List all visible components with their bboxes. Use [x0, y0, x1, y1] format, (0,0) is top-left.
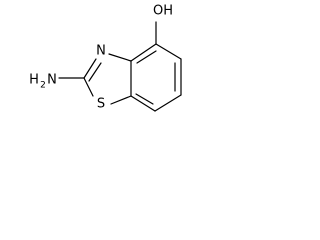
amine-h-label: H [29, 73, 39, 88]
amine-group-label: H 2 N [29, 73, 57, 91]
hydroxyl-label: OH [153, 4, 173, 19]
bond-c3a-n3 [108, 53, 132, 62]
sulfur-label: S [97, 97, 105, 112]
molecule-structure-diagram: OH N S H 2 N [29, 4, 182, 112]
ring-nitrogen-label: N [96, 44, 106, 59]
amine-subscript-label: 2 [40, 81, 46, 91]
double-bond-c7-c7a-inner [135, 93, 154, 105]
bond-c2-s1 [83, 77, 94, 97]
amine-n-label: N [47, 73, 57, 88]
benzene-ring [130, 43, 182, 112]
bond-c4-c5 [155, 43, 182, 60]
bond-c3a-c4 [130, 43, 157, 62]
bond-c7-c7a [130, 95, 156, 112]
bond-s1-c7a [110, 95, 132, 105]
bond-n3-c2 [83, 58, 97, 79]
thiazole-ring [83, 53, 132, 105]
double-bond-n3-c2-second [88, 62, 102, 82]
double-bond-c3a-c4-inner [136, 50, 157, 64]
bond-c6-c7 [154, 94, 182, 112]
